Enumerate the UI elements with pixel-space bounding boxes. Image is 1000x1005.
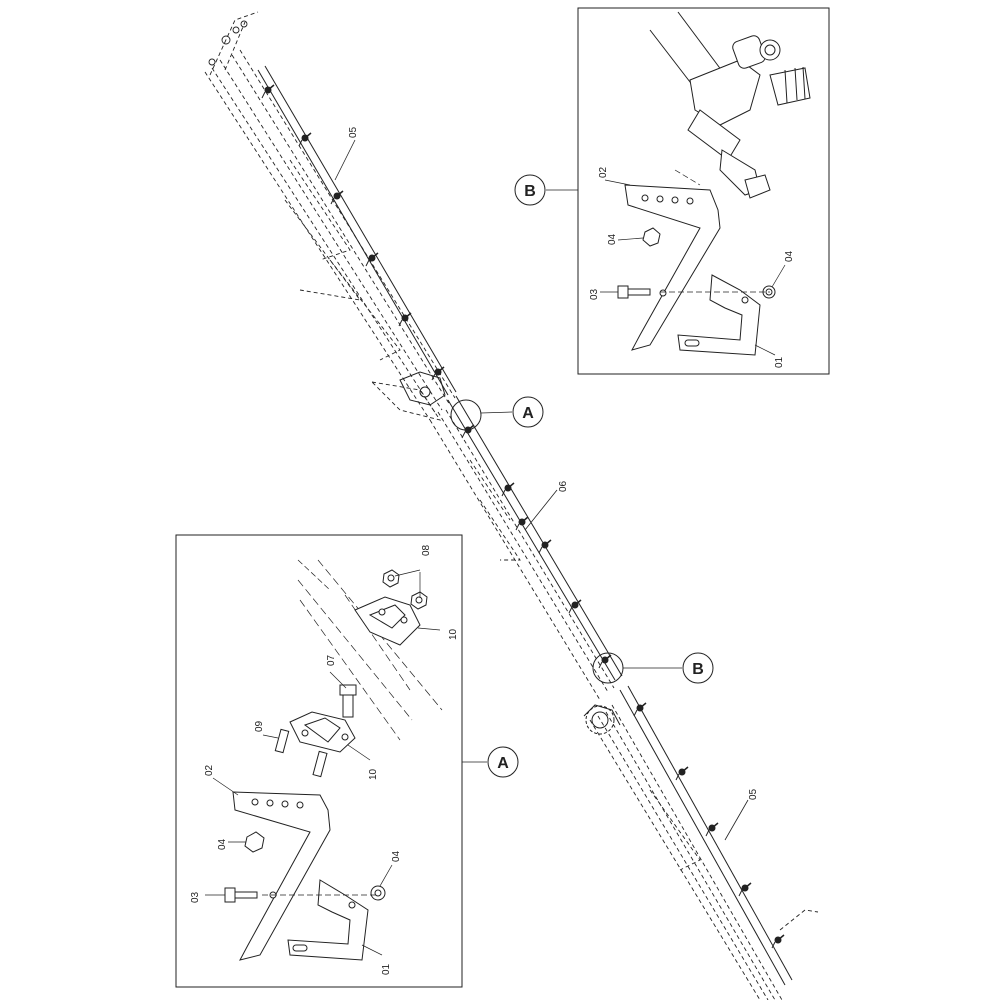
- detail-b-box: B: [514, 7, 830, 375]
- spray-nozzle: [738, 882, 752, 897]
- spray-nozzle: [538, 539, 552, 554]
- spray-nozzle: [771, 934, 785, 949]
- callout-b-label: B: [692, 661, 704, 678]
- bracket-01-a: [287, 879, 369, 961]
- spray-nozzle: [431, 366, 445, 381]
- clamp-10-top: [354, 596, 421, 646]
- detail-a-label-09: 09: [254, 720, 265, 732]
- detail-b-label-01: 01: [774, 356, 785, 368]
- detail-marker-b: B: [592, 652, 714, 684]
- clamp-10-bottom: [289, 711, 356, 753]
- detail-a-label-04-left: 04: [217, 838, 228, 850]
- bolt-07: [339, 684, 357, 718]
- detail-a-label-01: 01: [381, 963, 392, 975]
- spray-nozzle: [298, 132, 312, 147]
- spray-nozzle: [568, 599, 582, 614]
- spray-nozzle: [398, 312, 412, 327]
- detail-b-label-02: 02: [598, 166, 609, 178]
- detail-a-box: A: [175, 534, 519, 988]
- nut-04-a-right: [370, 885, 386, 901]
- detail-a-label-10-top: 10: [448, 628, 459, 640]
- spray-nozzle: [598, 654, 612, 669]
- detail-marker-a: A: [450, 396, 544, 431]
- spray-nozzle: [501, 482, 515, 497]
- bolt-09-pair: [274, 728, 328, 778]
- detail-b-label-03: 03: [589, 288, 600, 300]
- spray-nozzle: [365, 252, 379, 267]
- label-05-upper: 05: [348, 126, 359, 138]
- nozzle-body: [649, 11, 811, 199]
- nut-08-pair: [382, 569, 428, 610]
- callout-a-label: A: [522, 405, 534, 422]
- detail-b-label-04-right: 04: [784, 250, 795, 262]
- detail-a-label-08: 08: [421, 544, 432, 556]
- bracket-02-b: [624, 184, 721, 351]
- spray-nozzle: [330, 190, 344, 205]
- detail-a-label-04-right: 04: [391, 850, 402, 862]
- nozzle-group: [261, 84, 785, 949]
- spray-nozzle: [675, 766, 689, 781]
- detail-b-label-04-left: 04: [607, 233, 618, 245]
- detail-b-callout: B: [524, 183, 536, 200]
- label-06: 06: [558, 480, 569, 492]
- detail-a-label-03: 03: [190, 891, 201, 903]
- label-05-lower: 05: [748, 788, 759, 800]
- nut-04-a-left: [244, 831, 265, 853]
- spray-nozzle: [633, 702, 647, 717]
- nut-04-b-left: [642, 227, 661, 247]
- boom-assembly: [204, 11, 819, 1001]
- spray-nozzle: [705, 822, 719, 837]
- detail-a-label-10-bottom: 10: [368, 768, 379, 780]
- bracket-02-a: [232, 791, 331, 961]
- spray-nozzle: [261, 84, 275, 99]
- boom-leaders: [334, 139, 749, 841]
- detail-a-callout: A: [497, 755, 509, 772]
- detail-a-label-07: 07: [326, 654, 337, 666]
- detail-a-label-02: 02: [204, 764, 215, 776]
- bracket-01-b: [677, 274, 761, 356]
- spray-nozzle: [515, 516, 529, 531]
